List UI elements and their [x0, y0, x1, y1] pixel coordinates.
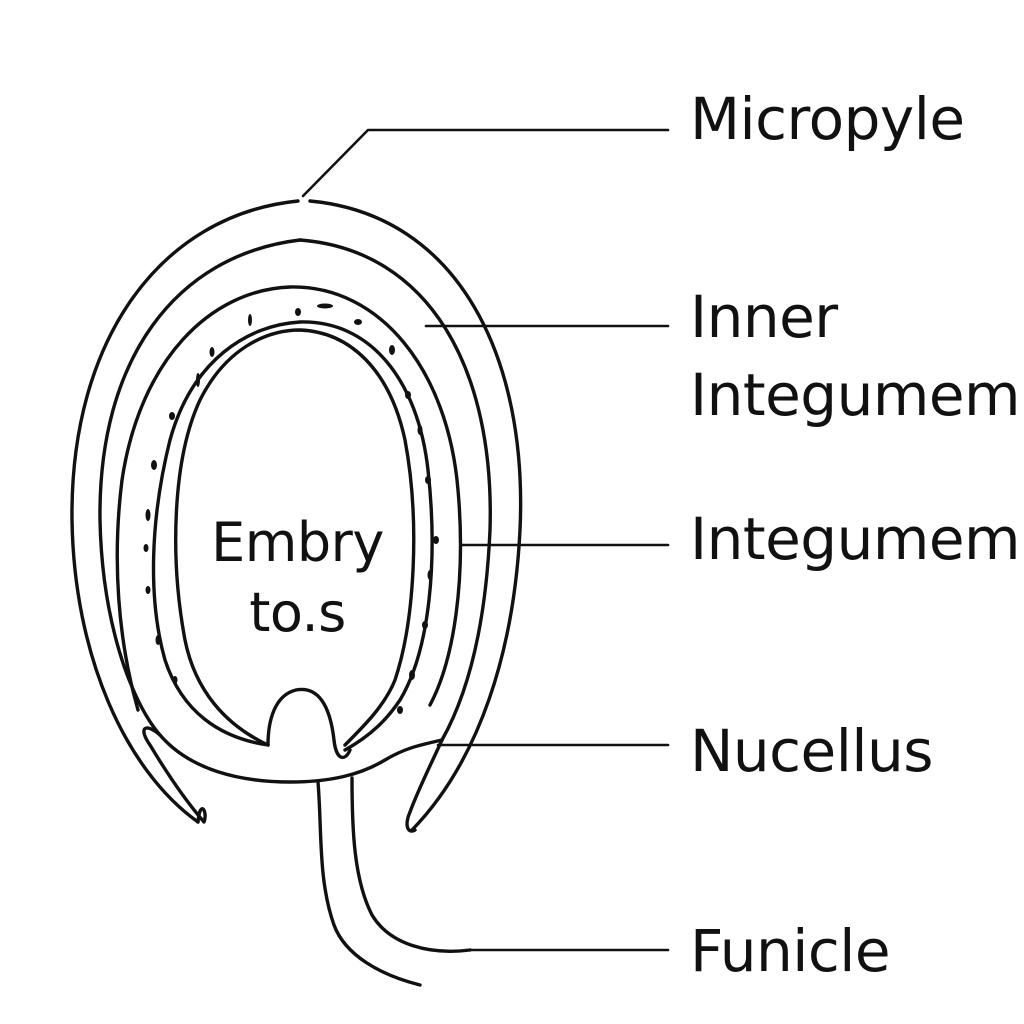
- label-inner-integument-line1: Inner: [690, 283, 838, 351]
- embryo-sac-label-line2: to.s: [249, 581, 346, 645]
- label-inner-integument-line2: Integumem: [690, 361, 1021, 430]
- embryo-sac-outline: [174, 328, 416, 747]
- chalaza-base: [158, 733, 444, 784]
- outer-integument-left-tip: [142, 726, 207, 824]
- label-inner-integument: Inner Integumem: [690, 278, 1021, 435]
- embryo-sac-label-line1: Embry: [211, 511, 384, 574]
- funicle-left-edge: [316, 780, 422, 987]
- outer-integument-inner-edge-right: [298, 238, 492, 742]
- outer-integument-inner-edge: [98, 238, 302, 737]
- outer-integument-right-tip: [405, 738, 444, 833]
- outer-integument-outer-edge: [70, 199, 300, 824]
- inner-integument-outer-edge: [115, 285, 463, 712]
- label-funicle: Funicle: [690, 917, 891, 985]
- label-integument: Integumem: [690, 505, 1021, 573]
- leader-micropyle: [301, 128, 670, 198]
- stipple-dots: [143, 303, 439, 714]
- inner-integument-inner-edge: [151, 320, 434, 752]
- nucellar-beak: [266, 687, 352, 760]
- embryo-sac-label: Embry to.s: [190, 508, 405, 648]
- label-micropyle: Micropyle: [690, 85, 965, 153]
- label-nucellus: Nucellus: [690, 717, 933, 785]
- funicle-right-edge: [350, 776, 472, 953]
